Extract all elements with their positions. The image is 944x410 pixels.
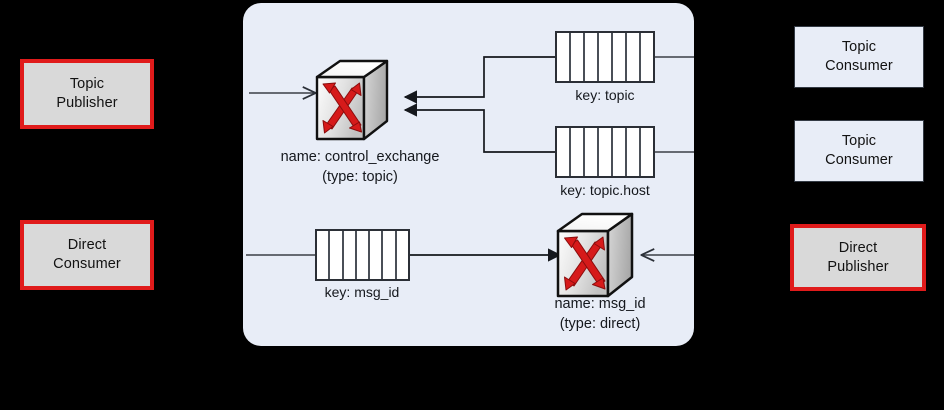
- queue-cell: [613, 128, 627, 176]
- direct-publisher-label-line1: Direct: [838, 239, 878, 256]
- exchange-name-line: name: msg_id: [554, 296, 646, 312]
- exchange-name-line: name: control_exchange: [280, 149, 440, 165]
- direct-publisher-box[interactable]: Direct Publisher: [790, 224, 926, 291]
- queue-cell: [344, 231, 357, 279]
- queue-cell: [383, 231, 397, 279]
- queue-cell: [585, 128, 599, 176]
- queue-cell: [557, 128, 571, 176]
- queue-cell: [641, 33, 653, 81]
- queue-cell: [330, 231, 344, 279]
- queue-cell: [370, 231, 384, 279]
- topic-publisher-label-line2: Publisher: [56, 95, 118, 111]
- topic-publisher-label-line1: Topic: [69, 76, 105, 93]
- queue-label-topic-host: key: topic.host: [560, 182, 650, 198]
- exchange-label-control-exchange: name: control_exchange (type: topic): [255, 148, 465, 187]
- queue-cell: [641, 128, 653, 176]
- queue-cell: [397, 231, 408, 279]
- exchange-icon: [555, 210, 635, 300]
- topic-consumer-1-label-line1: Topic: [841, 39, 877, 56]
- queue-cell: [627, 128, 641, 176]
- topic-consumer-2-label-line1: Topic: [841, 133, 877, 150]
- queue-icon: [555, 31, 655, 83]
- queue-cell: [599, 33, 613, 81]
- queue-label-topic: key: topic: [575, 87, 635, 103]
- queue-icon: [555, 126, 655, 178]
- topic-consumer-box-1[interactable]: Topic Consumer: [794, 26, 924, 88]
- topic-consumer-1-label-line2: Consumer: [825, 58, 893, 74]
- queue-cell: [613, 33, 627, 81]
- queue-cell: [599, 128, 613, 176]
- exchange-type-line: (type: direct): [559, 315, 641, 332]
- direct-publisher-label-line2: Publisher: [827, 258, 889, 275]
- queue-cell: [317, 231, 331, 279]
- queue-cell: [557, 33, 571, 81]
- queue-label-msg-id: key: msg_id: [324, 284, 400, 300]
- queue-cell: [571, 33, 585, 81]
- queue-cell: [627, 33, 641, 81]
- topic-consumer-box-2[interactable]: Topic Consumer: [794, 120, 924, 182]
- queue-cell: [571, 128, 585, 176]
- queue-cell: [357, 231, 371, 279]
- exchange-type-line: (type: topic): [322, 168, 398, 185]
- queue-cell: [585, 33, 599, 81]
- topic-publisher-box[interactable]: Topic Publisher: [20, 59, 154, 129]
- direct-consumer-box[interactable]: Direct Consumer: [20, 220, 154, 290]
- exchange-icon: [314, 57, 390, 143]
- queue-icon: [315, 229, 410, 281]
- direct-consumer-label-line1: Direct: [67, 237, 107, 254]
- exchange-label-msg-id: name: msg_id (type: direct): [500, 295, 700, 334]
- topic-consumer-2-label-line2: Consumer: [825, 152, 893, 168]
- direct-consumer-label-line2: Consumer: [53, 256, 121, 272]
